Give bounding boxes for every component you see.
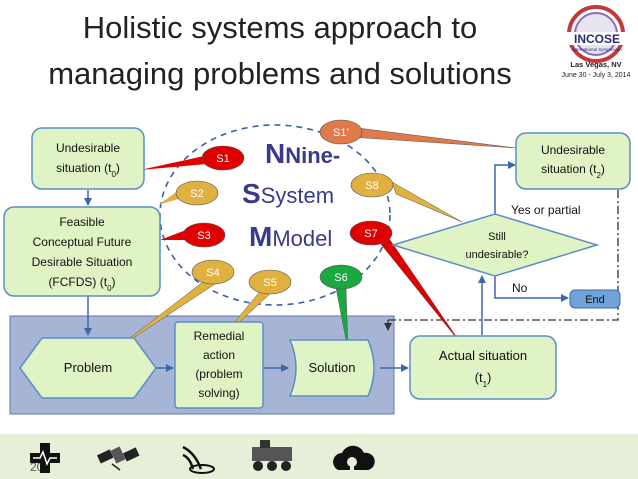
callout-s5-label: S5 [263,277,276,289]
callout-s6: S6 [319,264,363,290]
slide-title-line2: managing problems and solutions [48,56,512,91]
model-label-line2: SSystem [242,178,334,209]
callout-s1-prime: S1’ [319,119,363,145]
node-actual-line1: Actual situation [439,348,527,363]
node-actual-line2: (t1) [475,370,492,389]
node-undesirable-t2-line1: Undesirable [541,143,605,157]
s1-pointer [140,153,218,170]
satellite-icon [96,446,140,471]
node-fcfds-line3: Desirable Situation [32,255,133,269]
logo-band [564,32,630,45]
node-undesirable-t2: Undesirable situation (t2) [515,132,631,190]
callout-s8: S8 [350,172,394,198]
callout-s3-label: S3 [197,230,210,242]
callout-s1-prime-label: S1’ [333,127,349,139]
node-remedial: Remedial action (problem solving) [174,321,264,409]
incose-logo: INCOSE International Symposium Las Vegas… [562,5,631,79]
node-still-undesirable: Still undesirable? [390,213,600,277]
edge-still-no [494,276,569,302]
branch-no-label: No [512,281,528,295]
node-undesirable-t0-line1: Undesirable [56,141,120,155]
node-actual: Actual situation (t1) [409,335,557,400]
model-initial-m: M [249,221,272,252]
node-still-line1: Still [488,231,506,243]
node-remedial-line4: solving) [198,386,239,400]
node-undesirable-t0: Undesirable situation (t0) [31,127,145,190]
callout-s3: S3 [182,222,226,248]
wireless-icon [182,445,215,474]
callout-s5: S5 [248,269,292,295]
callout-s4-label: S4 [206,267,219,279]
node-end-label: End [585,294,605,306]
callout-s1: S1 [201,145,245,171]
node-remedial-line2: action [203,348,235,362]
node-problem: Problem [19,337,157,399]
feedback-loop [388,190,619,321]
health-cross-icon [30,443,60,473]
node-still-line2: undesirable? [466,249,529,261]
node-remedial-line3: (problem [195,367,242,381]
logo-location: Las Vegas, NV [570,60,621,69]
s1p-pointer [349,126,517,149]
node-solution-label: Solution [309,360,356,375]
s8-pointer [391,181,463,223]
node-fcfds-line1: Feasible [59,215,105,229]
model-part1: Nine- [285,143,340,168]
callout-s1-label: S1 [216,153,229,165]
logo-dates: June 30 - July 3, 2014 [562,72,631,79]
node-undesirable-t0-line2: situation (t0) [56,161,120,179]
callout-s8-label: S8 [365,180,378,192]
node-fcfds-line2: Conceptual Future [33,235,132,249]
logo-subtitle: International Symposium [572,47,622,52]
model-label-line3: MModel [249,221,332,252]
callout-s7: S7 [349,220,393,246]
callout-s2: S2 [175,180,219,206]
slide-title-line1: Holistic systems approach to [83,10,478,45]
model-part3: Model [272,226,332,251]
callout-s7-label: S7 [364,228,377,240]
callout-s6-label: S6 [334,272,347,284]
footer-bar [0,434,638,479]
node-fcfds-line4: (FCFDS) (t0) [48,275,115,293]
rover-icon [252,440,292,471]
node-fcfds: Feasible Conceptual Future Desirable Sit… [3,206,161,297]
node-end: End [569,289,621,309]
model-initial-n: N [265,138,285,169]
node-problem-label: Problem [64,360,112,375]
callout-s2-label: S2 [190,188,203,200]
model-part2: System [261,183,334,208]
logo-name: INCOSE [574,32,620,46]
model-initial-s: S [242,178,261,209]
model-label-line1: NNine- [265,138,340,169]
cloud-icon [333,445,375,470]
s3-pointer [160,230,186,240]
branch-yes-label: Yes or partial [511,203,581,217]
node-undesirable-t2-line2: situation (t2) [541,162,605,180]
callout-s4: S4 [191,259,235,285]
edge-still-yes [494,161,516,216]
node-remedial-line1: Remedial [194,329,245,343]
node-solution: Solution [288,339,375,397]
